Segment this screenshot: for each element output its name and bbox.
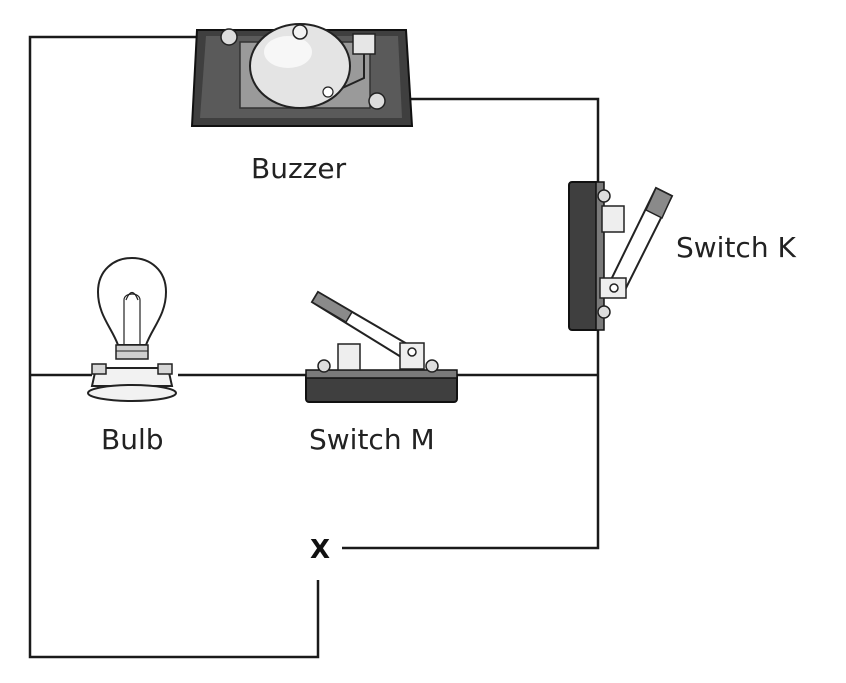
switch-k-label: Switch K: [676, 231, 796, 264]
circuit-wires: [28, 35, 600, 659]
switch-m: [305, 290, 458, 403]
point-x-marker: X: [310, 535, 331, 565]
bulb: [87, 256, 177, 402]
switch-k: [568, 181, 674, 331]
bulb-label: Bulb: [101, 423, 164, 456]
switch-m-label: Switch M: [309, 423, 435, 456]
wire-buzzer-to-switch-k: [408, 97, 600, 185]
buzzer: [190, 23, 414, 127]
wire-left-outer-loop: [28, 35, 320, 659]
buzzer-label: Buzzer: [251, 152, 347, 185]
wire-junction-to-x: [342, 375, 600, 550]
